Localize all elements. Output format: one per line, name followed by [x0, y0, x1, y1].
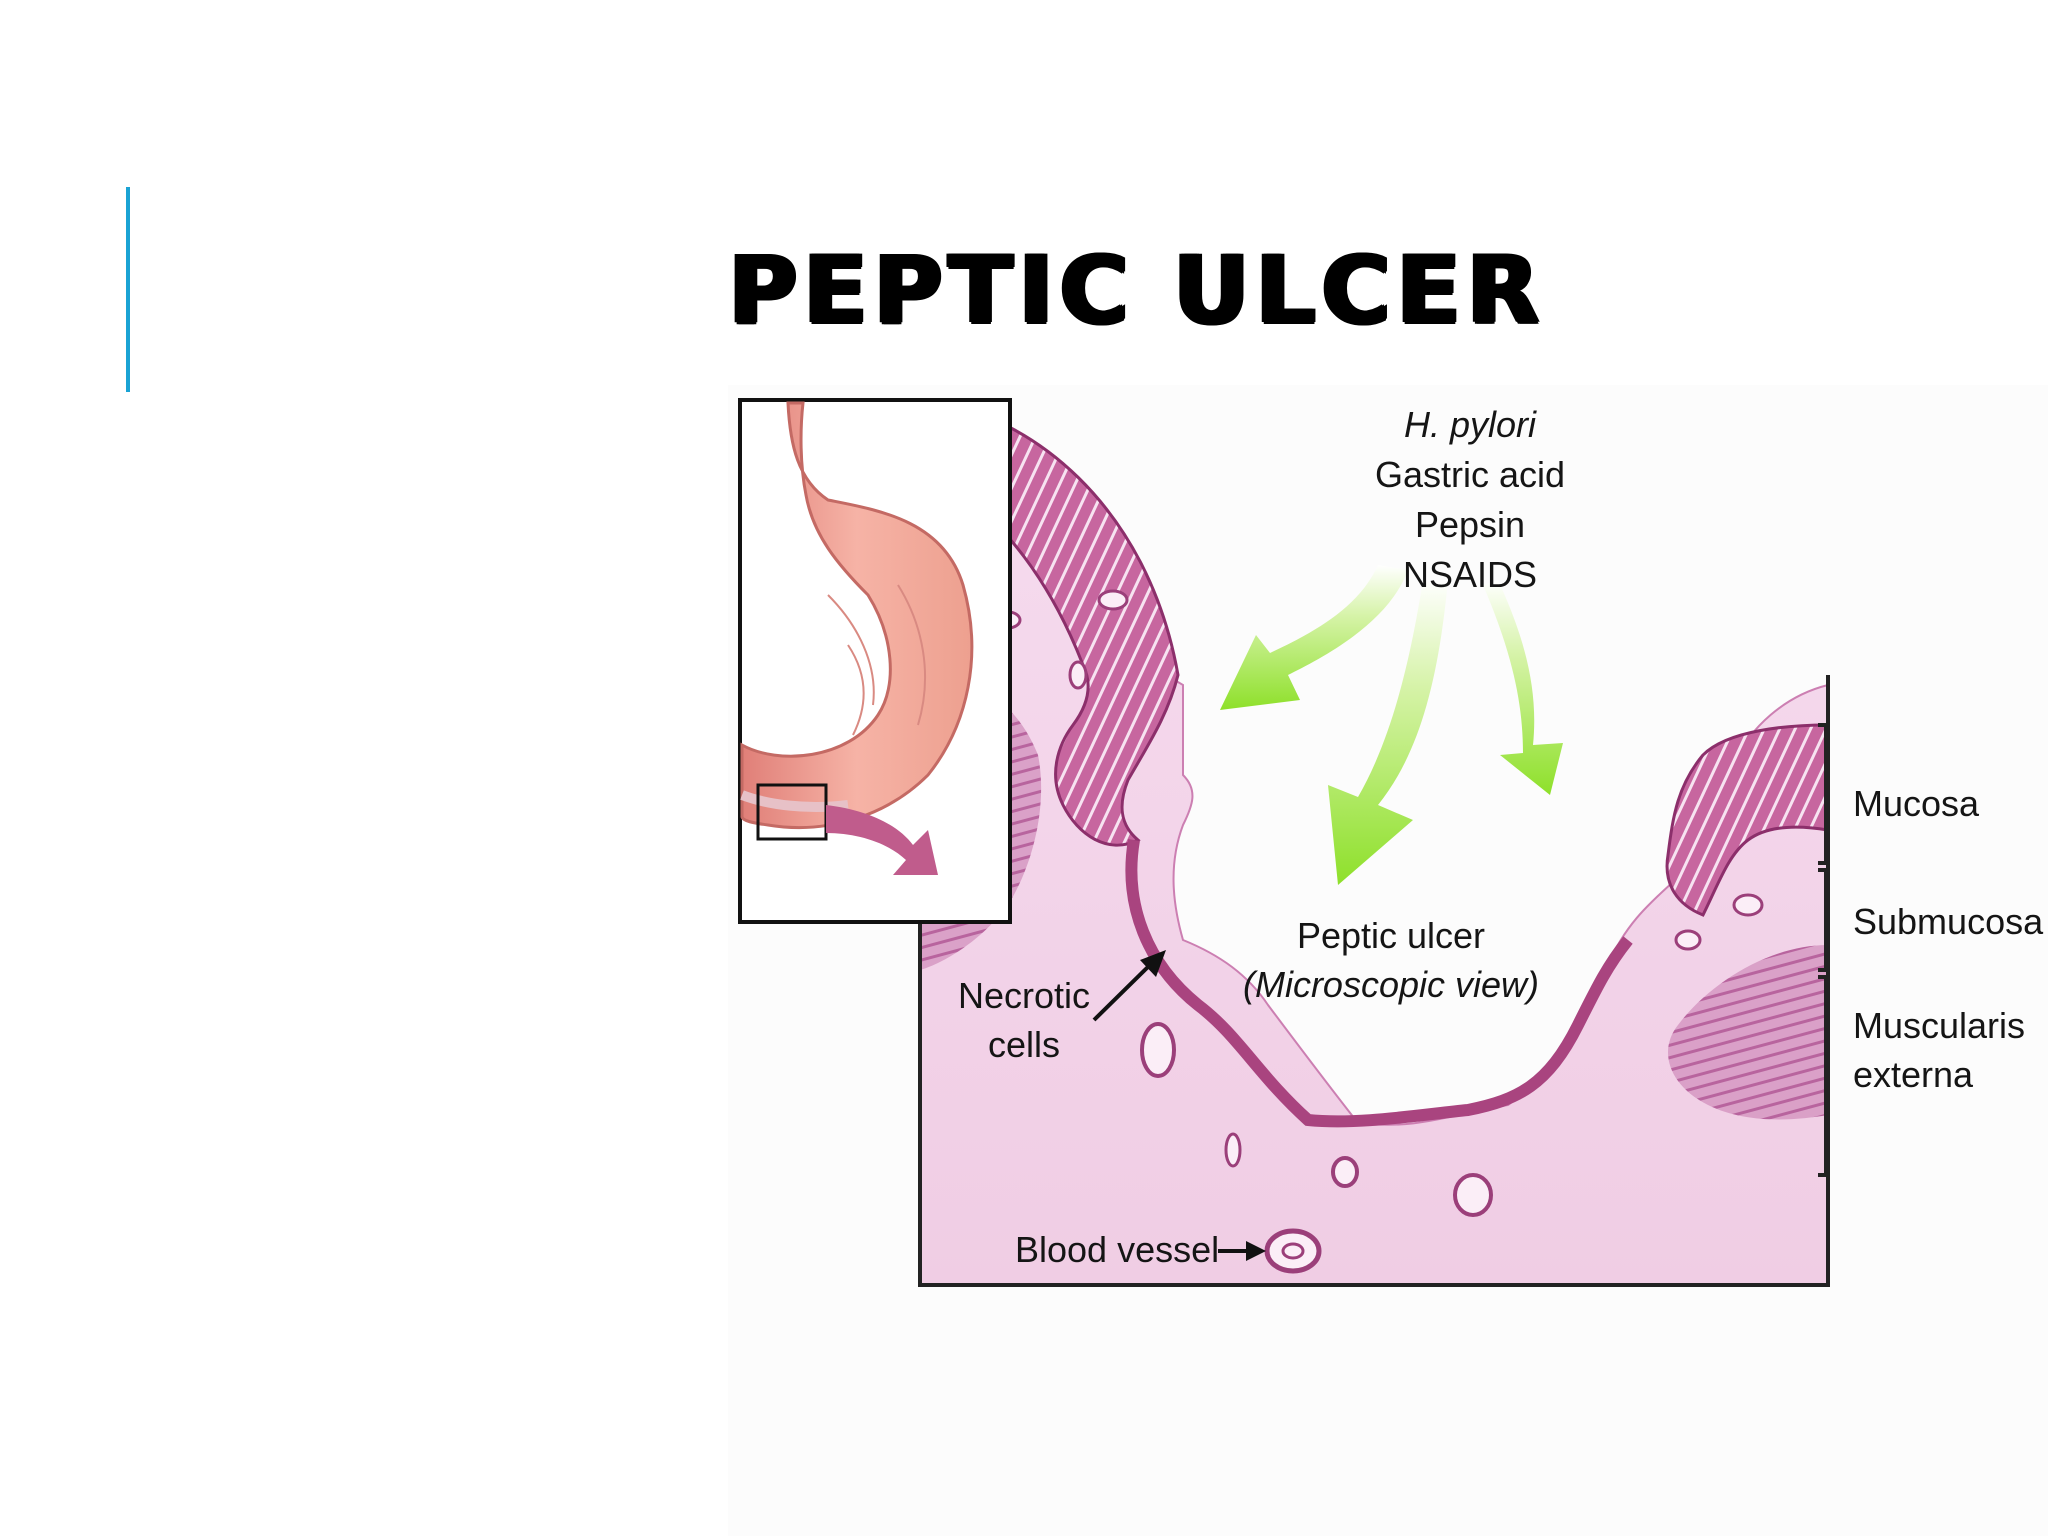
cause-arrows — [1220, 565, 1563, 885]
peptic-ulcer-diagram: H. pylori Gastric acid Pepsin NSAIDS Pep… — [728, 385, 2048, 1536]
stomach-inset — [738, 398, 1012, 924]
cause-label-nsaids: NSAIDS — [1403, 554, 1537, 595]
slide-title: PEPTIC ULCER — [728, 236, 1545, 345]
necrotic-label-line1: Necrotic — [958, 975, 1090, 1016]
layer-label-muscularis-2: externa — [1853, 1054, 1974, 1095]
layer-label-mucosa: Mucosa — [1853, 783, 1980, 824]
cause-label-gastric-acid: Gastric acid — [1375, 454, 1565, 495]
necrotic-label-line2: cells — [988, 1024, 1060, 1065]
layer-brackets — [1818, 723, 1828, 1177]
ulcer-label: Peptic ulcer — [1297, 915, 1485, 956]
vessel-pointer-icon — [1218, 1241, 1266, 1261]
necrotic-pointer-icon — [1092, 950, 1166, 1022]
blood-vessel-label: Blood vessel — [1015, 1229, 1219, 1270]
title-accent-bar — [126, 187, 130, 392]
zoom-arrow-icon — [826, 805, 938, 875]
blood-vessel-icon — [1264, 1228, 1322, 1274]
layer-label-submucosa: Submucosa — [1853, 901, 2044, 942]
cause-label-pepsin: Pepsin — [1415, 504, 1525, 545]
layer-label-muscularis-1: Muscularis — [1853, 1005, 2025, 1046]
cause-label-h-pylori: H. pylori — [1404, 404, 1537, 445]
ulcer-view-label: (Microscopic view) — [1243, 964, 1539, 1005]
